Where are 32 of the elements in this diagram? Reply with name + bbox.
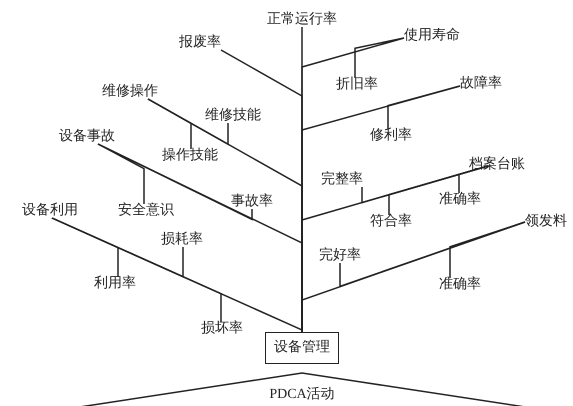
branch-label: 事故率 xyxy=(231,195,273,209)
trunk-line xyxy=(354,37,404,78)
branch-label: 符合率 xyxy=(370,215,412,229)
branch-label: 损坏率 xyxy=(201,322,243,336)
trunk-line xyxy=(449,221,526,278)
trunk-line xyxy=(388,165,488,215)
branch-label: 安全意识 xyxy=(118,204,174,218)
branch-label: 完整率 xyxy=(321,173,363,187)
branch-label: 故障率 xyxy=(460,77,502,91)
branch-label: 正常运行率 xyxy=(267,13,337,27)
branch-label: 利用率 xyxy=(94,277,136,291)
branch-label: 使用寿命 xyxy=(404,29,460,43)
branch-label: 准确率 xyxy=(439,193,481,207)
branch-label: 设备事故 xyxy=(59,130,115,144)
branch-label: 设备利用 xyxy=(22,204,78,218)
trunk-line xyxy=(148,98,192,149)
trunk-line xyxy=(98,143,145,204)
branch-label: 准确率 xyxy=(439,278,481,292)
base-label: PDCA活动 xyxy=(269,388,335,402)
branch-label: 维修操作 xyxy=(102,85,158,99)
box-label: 设备管理 xyxy=(274,340,330,355)
branch-label: 报废率 xyxy=(179,36,221,50)
trunk-line xyxy=(387,85,460,129)
branch-label: 完好率 xyxy=(319,249,361,263)
trunk-line xyxy=(52,217,222,322)
branch-label: 领发料 xyxy=(525,215,567,229)
branch-label: 维修技能 xyxy=(205,109,261,123)
process-box xyxy=(265,332,339,364)
branch-label: 操作技能 xyxy=(162,149,218,163)
branch-label: 折旧率 xyxy=(336,78,378,92)
branch-label: 损耗率 xyxy=(161,233,203,247)
branch-label: 修利率 xyxy=(370,129,412,143)
